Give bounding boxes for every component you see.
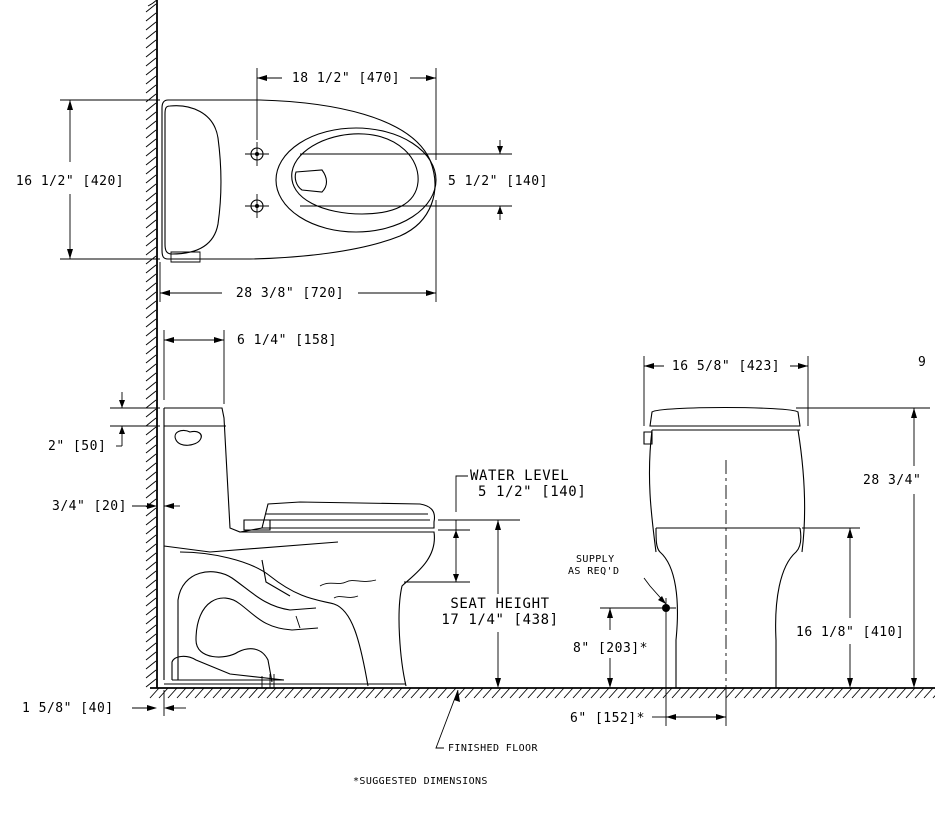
water-level-label: WATER LEVEL [470, 468, 569, 484]
supply-height-dim: 8" [203]* [573, 641, 648, 656]
side-trapway [177, 571, 319, 683]
wall-break-mark [147, 0, 158, 7]
side-hinge [243, 519, 271, 531]
side-rough-in-dim: 1 5/8" [40] [22, 701, 114, 716]
seat-height-dim: 17 1/4" [438] [441, 612, 558, 628]
supply-offset-dim: 6" [152]* [570, 711, 645, 726]
bolt-hole-icon [245, 142, 269, 166]
floor-hatch [149, 687, 935, 699]
supply-label-2: AS REQ'D [568, 566, 619, 577]
top-bowl-dim: 5 1/2" [140] [448, 174, 548, 189]
front-width-dim: 16 5/8" [423] [672, 359, 780, 374]
top-view-drain [294, 169, 328, 193]
footnote: *SUGGESTED DIMENSIONS [353, 776, 488, 787]
side-tank-depth-dim: 6 1/4" [158] [237, 333, 337, 348]
side-seat [261, 501, 436, 529]
top-view-outline [161, 99, 436, 260]
water-level-dim: 5 1/2" [140] [478, 484, 586, 500]
top-view-bowl-inner [291, 133, 419, 215]
side-view: 6 1/4" [158] 2" [50] 3/4" [20] WATER LEV… [22, 330, 586, 754]
wall-hatch [145, 3, 157, 688]
supply-label: SUPPLY [576, 554, 615, 565]
front-flush-handle [643, 431, 653, 445]
side-lid-dim: 2" [50] [48, 439, 106, 454]
front-view: 16 5/8" [423] 9 28 3/4" 16 1/8" [410] SU… [568, 355, 930, 726]
top-view-bowl-rim [275, 127, 437, 233]
supply-point-icon [656, 598, 676, 618]
top-length-dim: 18 1/2" [470] [292, 71, 400, 86]
side-wall-gap-dim: 3/4" [20] [52, 499, 127, 514]
top-view-trip-lever [170, 251, 201, 263]
top-width-dim: 16 1/2" [420] [16, 174, 124, 189]
finished-floor-label: FINISHED FLOOR [448, 743, 538, 754]
seat-height-label: SEAT HEIGHT [450, 596, 549, 612]
front-height-dim: 28 3/4" [863, 473, 921, 488]
front-tank-lid [649, 406, 801, 427]
side-bowl [240, 531, 435, 687]
top-view-tank-lid [164, 105, 222, 255]
front-tank [648, 429, 806, 553]
bolt-hole-icon [245, 194, 269, 218]
front-bowl [655, 527, 802, 688]
top-overall-length-dim: 28 3/8" [720] [236, 286, 344, 301]
side-tank [164, 407, 263, 533]
top-view: 18 1/2" [470] 16 1/2" [420] 5 1/2" [140]… [16, 68, 548, 302]
front-edge-mark: 9 [918, 355, 926, 370]
front-bowl-height-dim: 16 1/8" [410] [796, 625, 904, 640]
wall [145, 0, 158, 688]
flush-handle-icon [174, 429, 202, 446]
floor [149, 687, 935, 699]
